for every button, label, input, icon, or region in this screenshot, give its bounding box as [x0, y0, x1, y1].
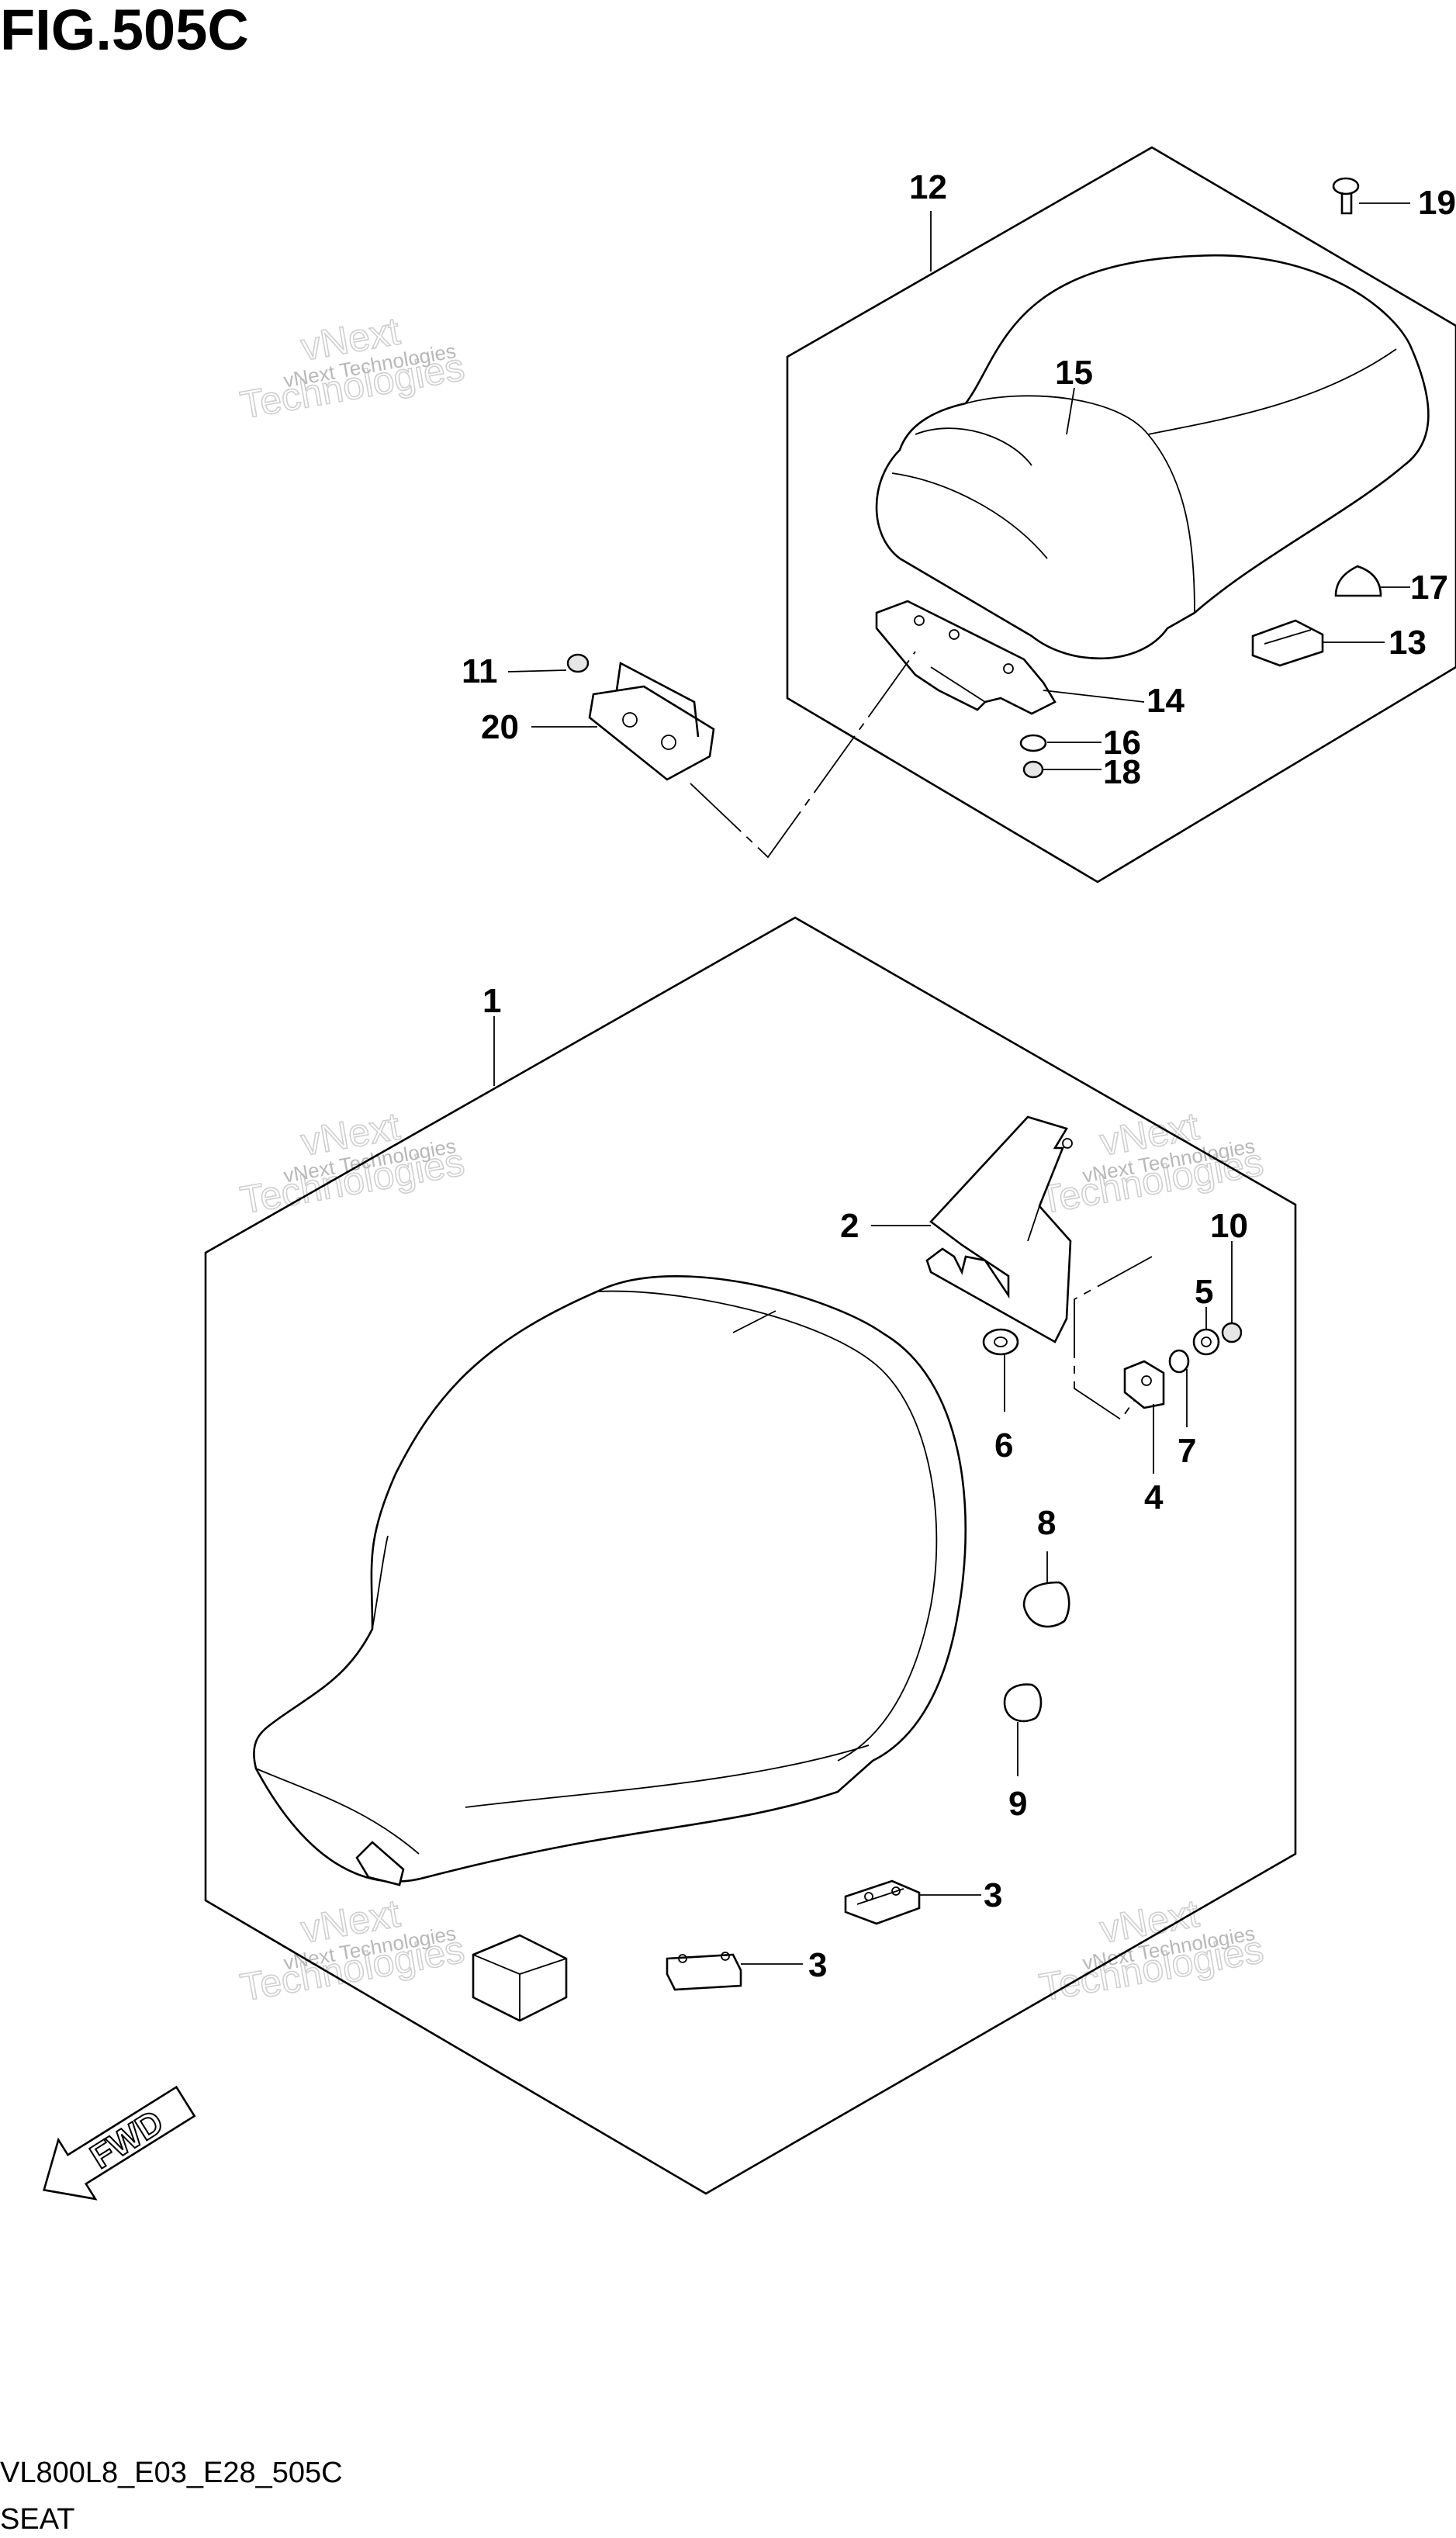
callout-7: 7: [1178, 1432, 1196, 1470]
callout-17: 17: [1410, 569, 1448, 607]
watermark-low-right: vNext Technologies vNext Technologies: [1036, 1891, 1268, 2011]
upper-assembly-border: [786, 146, 1456, 883]
watermark-mid-right: vNext Technologies vNext Technologies: [1036, 1104, 1268, 1223]
damper-3-upper: [844, 1879, 921, 1925]
callout-10: 10: [1210, 1207, 1248, 1245]
washer-5: [1192, 1328, 1220, 1356]
watermark-top-left: vNext Technologies vNext Technologies: [237, 309, 469, 428]
callout-3-lower: 3: [808, 1946, 827, 1984]
callout-16: 16: [1103, 724, 1141, 762]
passenger-seat: [875, 254, 1430, 660]
nut-18: [1022, 760, 1044, 779]
callout-11: 11: [462, 652, 498, 690]
forward-arrow: FWD: [43, 2085, 196, 2201]
figure-name: SEAT: [0, 2503, 74, 2536]
watermark-low-left: vNext Technologies vNext Technologies: [237, 1891, 469, 2011]
figure-code: VL800L8_E03_E28_505C: [0, 2457, 343, 2489]
figure-title: FIG.505C: [0, 0, 249, 62]
link-line-20-14: [690, 651, 916, 859]
clip-4: [1123, 1360, 1165, 1409]
grab-handle-20: [588, 661, 715, 781]
bolt-19: [1332, 177, 1360, 215]
damper-3-lower: [666, 1952, 742, 1991]
callout-5: 5: [1195, 1273, 1213, 1311]
callout-6: 6: [994, 1426, 1013, 1464]
callout-13: 13: [1389, 624, 1427, 662]
watermark-mid-left: vNext Technologies vNext Technologies: [237, 1104, 469, 1223]
seat-bracket-14: [875, 600, 1057, 715]
callout-3-upper: 3: [984, 1876, 1002, 1914]
collar-7: [1168, 1349, 1190, 1374]
cushion-8: [1022, 1581, 1070, 1628]
callout-12: 12: [909, 168, 947, 206]
lower-assembly-border: [204, 916, 1297, 2195]
leader-lines: [493, 202, 1410, 1965]
callout-labels: 12 19 15 17 13 14 16 18 11 20 1 2 10 5 6…: [462, 168, 1456, 1984]
cushion-17: [1334, 565, 1382, 597]
front-seat: [253, 1274, 967, 1886]
callout-15: 15: [1055, 354, 1093, 392]
washer-16: [1019, 734, 1047, 752]
callout-14: 14: [1146, 682, 1185, 720]
washer-6: [982, 1328, 1019, 1356]
damper-13: [1251, 619, 1324, 667]
callout-18: 18: [1103, 753, 1141, 791]
callout-1: 1: [482, 982, 501, 1020]
callout-2: 2: [840, 1207, 859, 1245]
nut-11: [566, 653, 590, 673]
seat-bracket-2: [925, 1115, 1073, 1343]
callout-9: 9: [1008, 1785, 1027, 1823]
callout-4: 4: [1144, 1478, 1164, 1516]
seat-box-part: [472, 1934, 568, 2022]
cushion-9: [1003, 1683, 1043, 1723]
callout-19: 19: [1418, 184, 1456, 222]
callout-20: 20: [481, 708, 519, 746]
nut-10: [1221, 1322, 1243, 1343]
detail-outline-4: [1074, 1256, 1153, 1421]
callout-8: 8: [1037, 1504, 1056, 1542]
